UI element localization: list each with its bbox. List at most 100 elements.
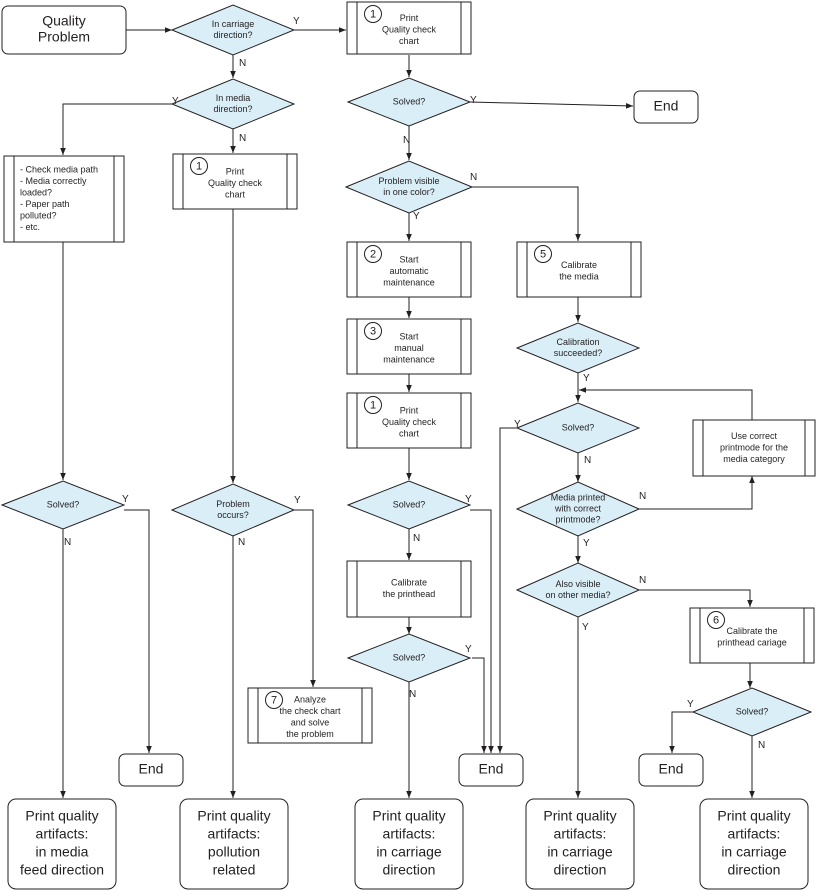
step-number: 6 xyxy=(713,614,719,626)
node-text-line: Calibrate xyxy=(561,260,597,270)
d-solved4-decision: Solved? xyxy=(346,633,472,683)
terminal-shape xyxy=(458,753,524,787)
node-text-line: Solved? xyxy=(736,706,769,716)
connector-19 xyxy=(497,427,517,753)
step-number-badge xyxy=(364,5,382,23)
node-text-line: chart xyxy=(399,36,420,46)
node-text-line: artifacts: xyxy=(728,826,781,842)
node-text-line: End xyxy=(479,761,504,777)
connector-lines xyxy=(60,27,755,798)
decision-shape xyxy=(170,4,296,56)
decision-shape xyxy=(515,562,641,618)
node-text-line: media category xyxy=(723,454,785,464)
step-number: 5 xyxy=(540,248,546,260)
node-text-line: related xyxy=(213,862,256,878)
connector-22 xyxy=(294,509,316,687)
node-text-line: artifacts: xyxy=(36,826,89,842)
node-text-line: Problem visible xyxy=(378,176,439,186)
outcome-shape xyxy=(525,798,635,890)
node-text-line: artifacts: xyxy=(554,826,607,842)
connector-31 xyxy=(472,657,487,753)
node-text-line: in one color? xyxy=(383,187,435,197)
node-text-line: End xyxy=(654,98,679,114)
connector-label-y: Y xyxy=(687,699,694,710)
node-text-line: direction? xyxy=(213,30,252,40)
step-number-badge xyxy=(534,245,552,263)
connector-7 xyxy=(469,101,634,109)
connector-label-n: N xyxy=(239,58,246,69)
node-text-line: End xyxy=(659,761,684,777)
node-text-line: direction? xyxy=(213,104,252,114)
connector-label-n: N xyxy=(639,491,646,502)
process-shape xyxy=(3,155,125,243)
node-text-line: the check chart xyxy=(279,706,341,716)
node-text-line: printhead cariage xyxy=(717,638,787,648)
node-text-line: In carriage xyxy=(212,19,255,29)
terminal-shape xyxy=(118,753,184,787)
node-text-line: Print quality xyxy=(372,808,445,824)
node-text-line: the media xyxy=(559,272,599,282)
node-text-line: Solved? xyxy=(393,96,426,106)
connector-label-n: N xyxy=(639,575,646,586)
connector-21 xyxy=(124,509,152,753)
connector-label-y: Y xyxy=(172,96,179,107)
connector-9 xyxy=(472,186,581,241)
end4-terminal: End xyxy=(638,753,704,787)
connector-15 xyxy=(579,387,753,420)
node-text-line: in carriage xyxy=(376,844,442,860)
end1-terminal: End xyxy=(633,90,699,124)
connector-4 xyxy=(60,103,172,155)
connector-label-n: N xyxy=(409,689,416,700)
d-solved3-decision: Solved? xyxy=(346,480,472,530)
decision-shape xyxy=(0,480,126,530)
node-text-line: Print quality xyxy=(717,808,790,824)
step-number: 1 xyxy=(196,160,202,172)
node-text-line: Problem xyxy=(216,499,250,509)
node-text-line: Print quality xyxy=(197,808,270,824)
connector-23 xyxy=(470,509,494,753)
node-text-line: in carriage xyxy=(721,844,787,860)
node-text-line: printmode? xyxy=(555,514,600,524)
decision-shape xyxy=(691,687,813,737)
node-text-line: maintenance xyxy=(383,354,435,364)
connector-label-n: N xyxy=(758,740,765,751)
node-text-line: the problem xyxy=(286,729,334,739)
node-text-line: feed direction xyxy=(20,862,104,878)
node-text-line: Calibration xyxy=(556,337,599,347)
step-number-badge xyxy=(265,691,283,709)
node-text-line: Media printed xyxy=(551,492,606,502)
node-text-line: Quality check xyxy=(208,178,263,188)
p-checkmedia-process: - Check media path- Media correctly load… xyxy=(3,155,125,243)
node-text-line: Problem xyxy=(38,29,90,45)
end2-terminal: End xyxy=(118,753,184,787)
node-text-line: polluted? xyxy=(20,211,57,221)
node-text-line: Print xyxy=(400,405,419,415)
outcome-shape xyxy=(354,798,464,890)
node-text-line: Solved? xyxy=(393,499,426,509)
node-text-line: Solved? xyxy=(393,652,426,662)
connector-label-n: N xyxy=(239,133,246,144)
connector-label-y: Y xyxy=(583,538,590,549)
node-text-line: loaded? xyxy=(20,188,52,198)
node-text-line: Start xyxy=(399,331,419,341)
connector-label-n: N xyxy=(403,135,410,146)
step-number: 7 xyxy=(271,694,277,706)
node-text-line: End xyxy=(139,761,164,777)
node-text-line: direction xyxy=(728,862,781,878)
